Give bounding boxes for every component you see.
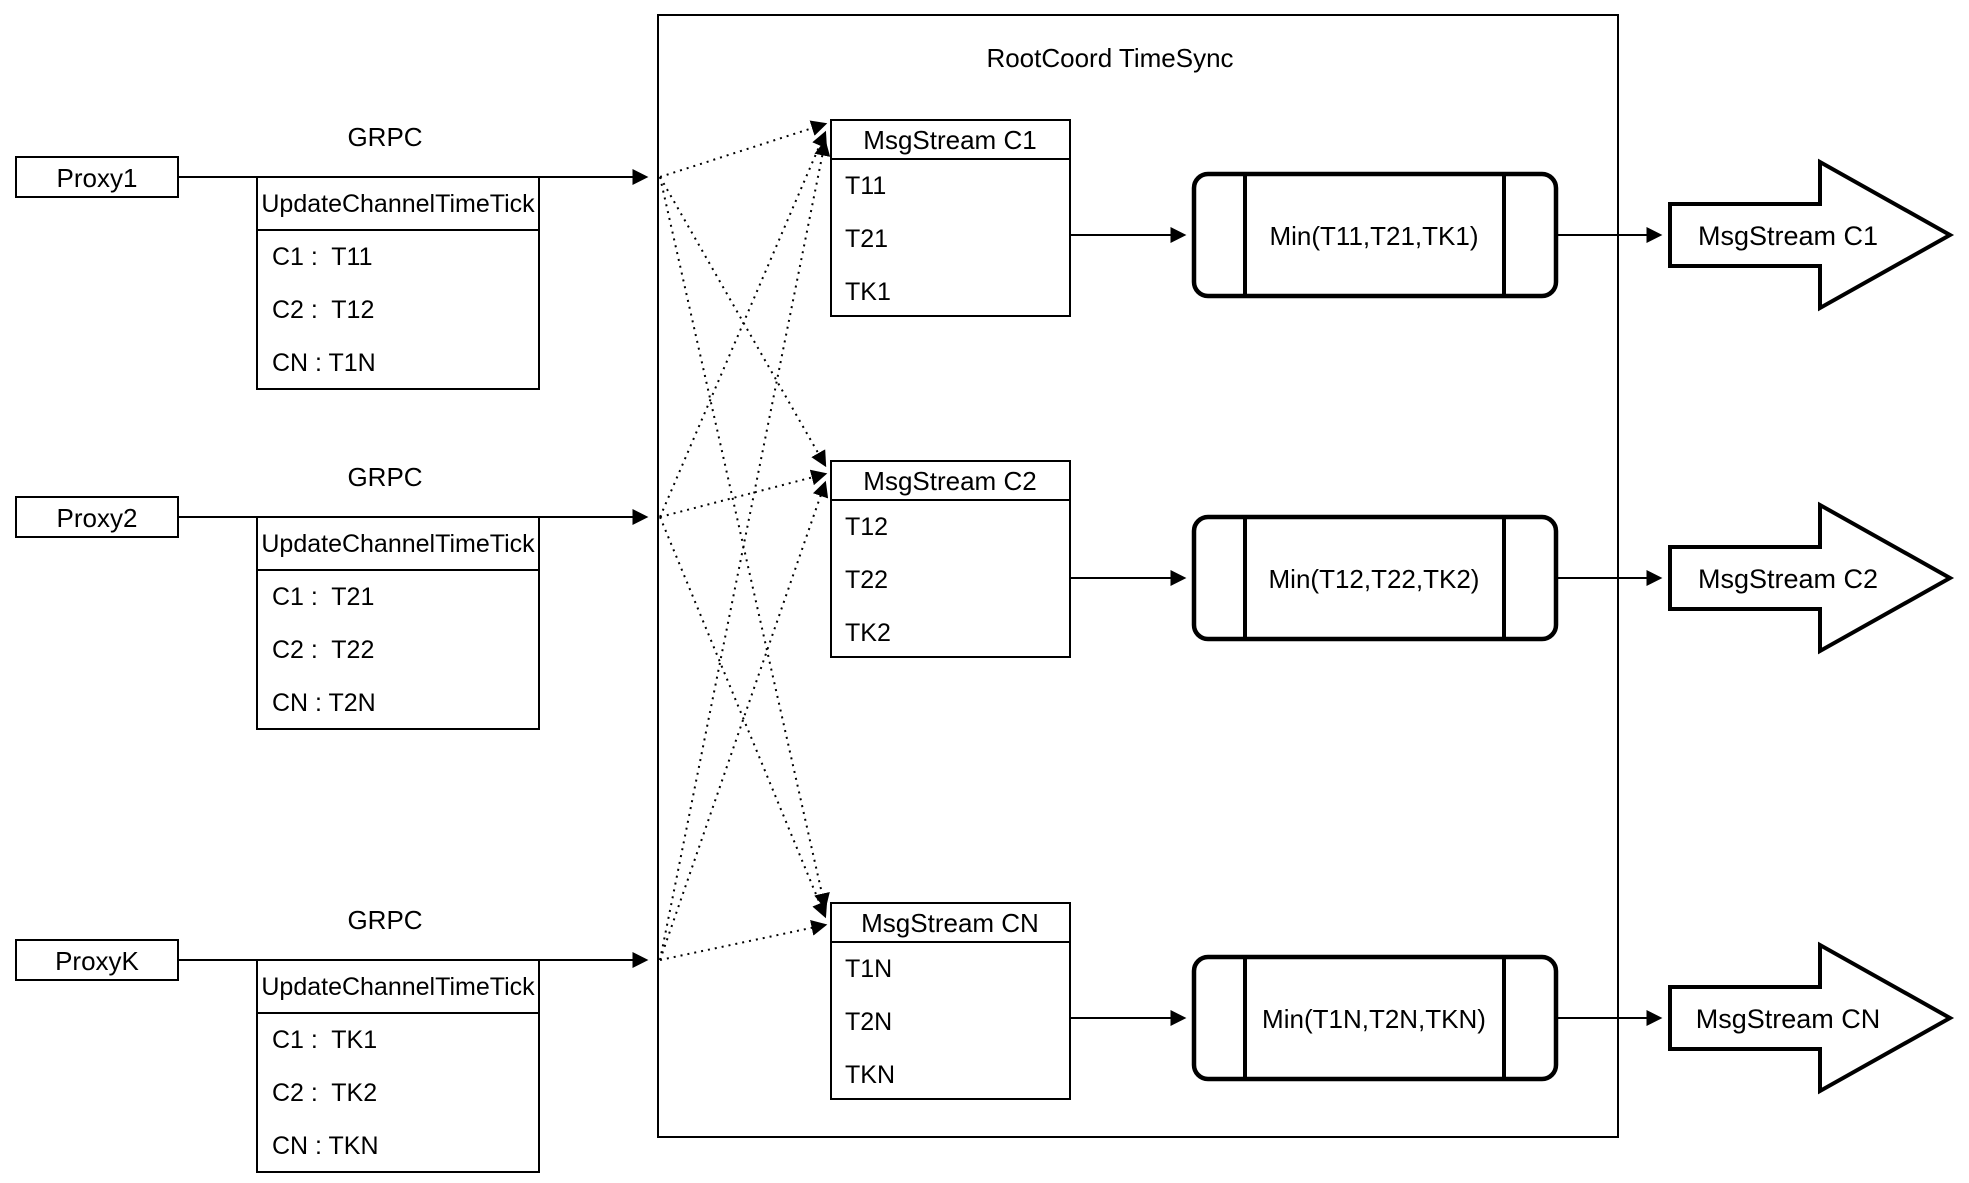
table-row: C2 : TK2 xyxy=(272,1079,377,1107)
table-row: T21 xyxy=(845,225,888,253)
update-channel-table xyxy=(256,959,540,1173)
rootcoord-box xyxy=(657,14,1619,1138)
table-row: CN : T2N xyxy=(272,689,376,717)
msgstream-table xyxy=(830,460,1071,658)
update-table-header: UpdateChannelTimeTick xyxy=(261,973,535,1001)
update-table-header: UpdateChannelTimeTick xyxy=(261,190,535,218)
table-row: T12 xyxy=(845,513,888,541)
table-row: C1 : TK1 xyxy=(272,1026,377,1054)
fanout-connector xyxy=(659,176,827,468)
grpc-label: GRPC xyxy=(347,122,422,152)
table-row: CN : TKN xyxy=(272,1132,379,1160)
update-table-header: UpdateChannelTimeTick xyxy=(261,530,535,558)
table-row: C2 : T22 xyxy=(272,636,374,664)
msgstream-table-header: MsgStream CN xyxy=(861,908,1039,938)
table-row: C1 : T21 xyxy=(272,583,374,611)
table-row: T11 xyxy=(845,172,886,200)
proxy-label: Proxy2 xyxy=(57,503,138,533)
table-row: TK2 xyxy=(845,619,891,647)
row-proxyk: ProxyK GRPC UpdateChannelTimeTick C1 : T… xyxy=(15,902,1955,1173)
output-arrow xyxy=(1668,501,1955,655)
msgstream-table xyxy=(830,119,1071,317)
fanout-connector xyxy=(659,139,831,961)
fanout-connector xyxy=(659,130,827,518)
update-channel-table xyxy=(256,516,540,730)
output-arrow-label: MsgStream C2 xyxy=(1698,564,1878,594)
output-arrow xyxy=(1668,941,1955,1095)
fanout-connector xyxy=(659,120,828,178)
table-row: T2N xyxy=(845,1008,892,1036)
table-row: C1 : T11 xyxy=(272,243,373,271)
proxy-box xyxy=(15,156,179,198)
output-arrow xyxy=(1668,158,1955,312)
fanout-connector xyxy=(659,516,828,919)
fanout-connector xyxy=(659,480,829,961)
msgstream-table xyxy=(830,902,1071,1100)
fanout-connector xyxy=(659,919,828,961)
output-arrow-label: MsgStream C1 xyxy=(1698,221,1878,251)
grpc-label: GRPC xyxy=(347,462,422,492)
output-arrow-label: MsgStream CN xyxy=(1696,1004,1881,1034)
fanout-connector xyxy=(659,176,830,910)
table-row: T1N xyxy=(845,955,892,983)
proxy-label: Proxy1 xyxy=(57,163,138,193)
rootcoord-title: RootCoord TimeSync xyxy=(986,43,1233,73)
table-row: CN : T1N xyxy=(272,349,376,377)
fanout-connector xyxy=(659,469,828,518)
fanout-connectors xyxy=(659,120,831,961)
row-proxy1: Proxy1 GRPC UpdateChannelTimeTick C1 : T… xyxy=(15,119,1955,390)
table-row: C2 : T12 xyxy=(272,296,374,324)
msgstream-table-header: MsgStream C1 xyxy=(863,125,1036,155)
grpc-label: GRPC xyxy=(347,905,422,935)
min-label: Min(T12,T22,TK2) xyxy=(1269,564,1480,594)
table-row: T22 xyxy=(845,566,888,594)
msgstream-table-header: MsgStream C2 xyxy=(863,466,1036,496)
table-row: TK1 xyxy=(845,278,891,306)
min-label: Min(T11,T21,TK1) xyxy=(1269,221,1478,251)
proxy-label: ProxyK xyxy=(55,946,139,976)
table-row: TKN xyxy=(845,1061,895,1089)
row-proxy2: Proxy2 GRPC UpdateChannelTimeTick C1 : T… xyxy=(15,460,1955,730)
min-label: Min(T1N,T2N,TKN) xyxy=(1262,1004,1486,1034)
proxy-box xyxy=(15,939,179,981)
update-channel-table xyxy=(256,176,540,390)
proxy-box xyxy=(15,496,179,538)
